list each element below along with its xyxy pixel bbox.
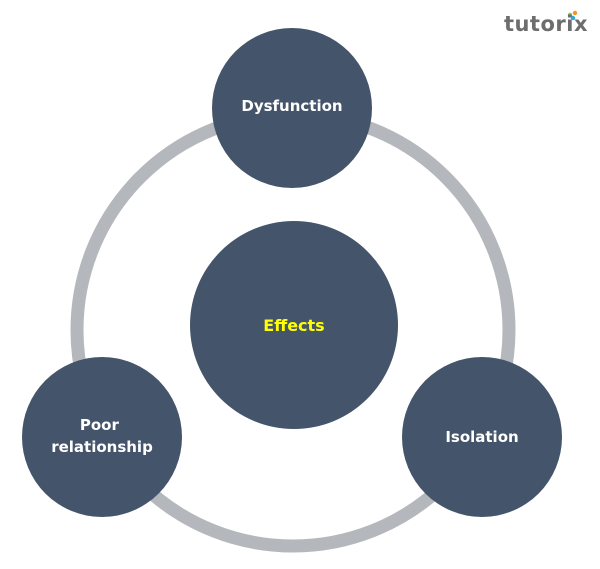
tutorix-logo: tutorix xyxy=(504,10,588,36)
node-dysfunction-circle xyxy=(212,28,372,188)
node-isolation-circle xyxy=(402,357,562,517)
node-poor-relationship: Poor relationship xyxy=(22,357,182,517)
node-isolation: Isolation xyxy=(402,357,562,517)
center-label: Effects xyxy=(263,316,324,335)
center-circle xyxy=(190,221,398,429)
center-node: Effects xyxy=(190,221,398,429)
logo-dot-green xyxy=(567,12,573,18)
node-dysfunction-label-line: Dysfunction xyxy=(241,97,342,115)
node-dysfunction: Dysfunction xyxy=(212,28,372,188)
tutorix-logo-text: tutorix xyxy=(504,12,588,36)
logo-dot-blue xyxy=(570,15,576,21)
node-dysfunction-label: Dysfunction xyxy=(241,97,342,115)
node-poor-relationship-label-line-1: Poor xyxy=(80,416,120,434)
node-poor-relationship-label: Poor relationship xyxy=(51,416,153,456)
logo-dot-orange xyxy=(572,10,578,16)
node-poor-relationship-label-line-2: relationship xyxy=(51,438,153,456)
logo-dots-icon xyxy=(567,10,578,21)
node-isolation-label-line: Isolation xyxy=(445,428,518,446)
node-poor-relationship-circle xyxy=(22,357,182,517)
node-isolation-label: Isolation xyxy=(445,428,518,446)
